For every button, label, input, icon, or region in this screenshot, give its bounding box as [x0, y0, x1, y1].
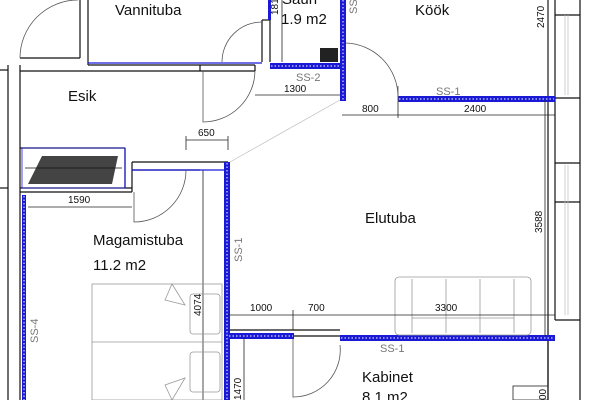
wall-label-ss1-bedroom: SS-1 — [233, 238, 245, 262]
doors — [19, 0, 399, 398]
dim-1000: 1000 — [250, 303, 273, 314]
dim-650: 650 — [198, 128, 215, 139]
dim-1470: 1470 — [233, 377, 244, 400]
dim-800: 800 — [362, 104, 379, 115]
dimension-lines — [28, 0, 555, 400]
room-kabinet-name: Kabinet — [362, 369, 414, 386]
room-saun-name: Saun — [282, 0, 317, 8]
room-kabinet-area: 8.1 m2 — [362, 389, 408, 400]
dim-partial: 00 — [538, 388, 549, 400]
dim-4074: 4074 — [193, 293, 204, 316]
dim-3300: 3300 — [435, 303, 458, 314]
dim-2470: 2470 — [536, 5, 547, 28]
wall-label-ss1-kabinet: SS-1 — [380, 343, 404, 355]
highlighted-walls — [22, 0, 555, 400]
room-esik-name: Esik — [68, 88, 97, 105]
wall-label-ss-partial: SS — [348, 0, 360, 14]
furniture — [21, 15, 569, 400]
dim-700: 700 — [308, 303, 325, 314]
wall-label-ss1-kitchen: SS-1 — [436, 86, 460, 98]
room-kook-name: Köök — [415, 2, 450, 19]
dim-2400: 2400 — [464, 104, 487, 115]
room-saun-area: 1.9 m2 — [281, 11, 327, 28]
dim-1300: 1300 — [284, 84, 307, 95]
room-vannituba-name: Vannituba — [115, 2, 182, 19]
dim-1590: 1590 — [68, 195, 91, 206]
room-magamistuba-area: 11.2 m2 — [93, 257, 146, 274]
dim-3588: 3588 — [534, 210, 545, 233]
dim-181: 181 — [270, 0, 281, 15]
room-magamistuba-name: Magamistuba — [93, 232, 184, 249]
room-elutuba-name: Elutuba — [365, 210, 417, 227]
wall-label-ss4: SS-4 — [29, 319, 41, 343]
wall-label-ss2: SS-2 — [296, 72, 320, 84]
